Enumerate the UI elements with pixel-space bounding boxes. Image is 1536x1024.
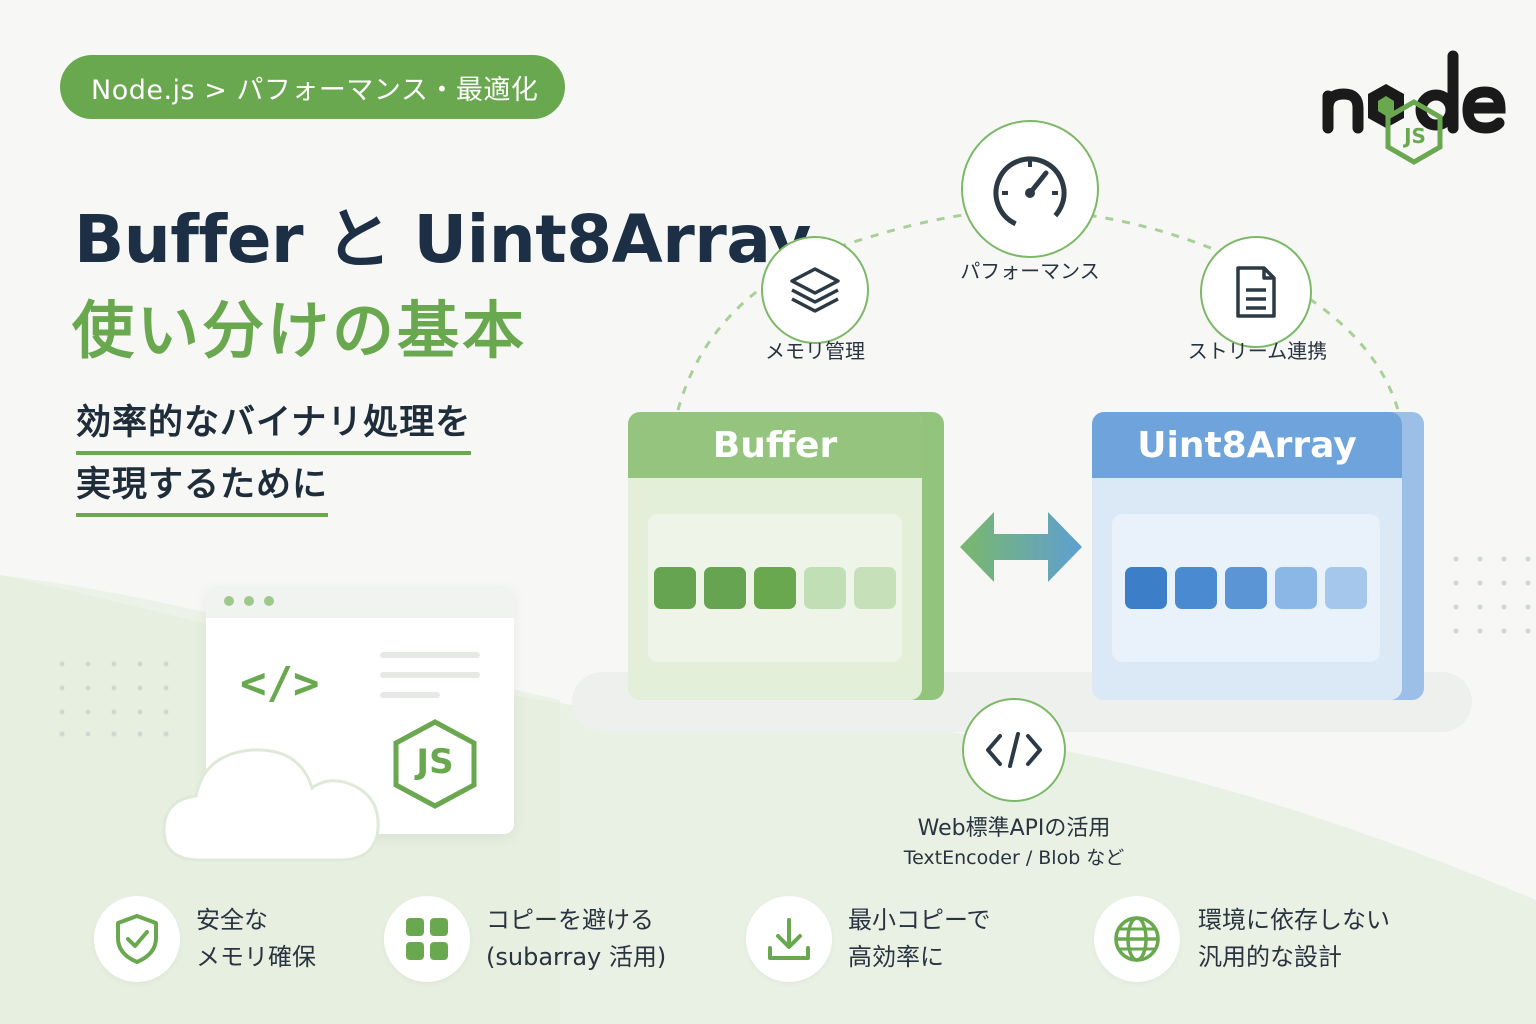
globe-icon-wrap	[1094, 896, 1180, 982]
subtitle-line2: 実現するために	[76, 456, 329, 517]
bottom-feature-4-line1: 環境に依存しない	[1198, 906, 1390, 934]
nodejs-logo-badge: JS	[1404, 124, 1426, 148]
document-icon	[1236, 266, 1276, 318]
byte-cell	[1275, 567, 1317, 609]
feature-performance-circle	[961, 120, 1099, 258]
buffer-bytes	[648, 514, 902, 662]
buffer-block: Buffer	[628, 412, 922, 700]
bottom-feature-2-line2: (subarray 活用)	[486, 943, 667, 971]
breadcrumb[interactable]: Node.js > パフォーマンス・最適化	[60, 55, 565, 119]
bottom-feature-3: 最小コピーで 高効率に	[746, 896, 991, 982]
webapi-circle	[962, 698, 1066, 802]
layers-icon	[790, 267, 840, 313]
byte-cell	[654, 567, 696, 609]
webapi-subtitle: TextEncoder / Blob など	[903, 847, 1125, 869]
byte-cell	[704, 567, 746, 609]
byte-cell	[854, 567, 896, 609]
download-icon-wrap	[746, 896, 832, 982]
shield-check-icon	[116, 914, 158, 964]
buffer-label: Buffer	[712, 424, 838, 466]
nodejs-logo-icon	[1322, 50, 1506, 165]
uint8array-label: Uint8Array	[1137, 424, 1357, 466]
code-glyph: </>	[240, 658, 320, 709]
feature-stream-label: ストリーム連携	[1187, 339, 1328, 363]
uint8array-bytes	[1112, 514, 1380, 662]
code-window-badge: JS	[416, 742, 454, 782]
bottom-feature-4-line2: 汎用的な設計	[1198, 943, 1342, 971]
subtitle-line1: 効率的なバイナリ処理を	[76, 394, 472, 455]
byte-cell	[754, 567, 796, 609]
code-icon	[986, 732, 1042, 768]
feature-memory-label: メモリ管理	[765, 339, 865, 363]
webapi-title: Web標準APIの活用	[917, 816, 1111, 841]
buffer-header: Buffer	[628, 412, 922, 478]
byte-cell	[1125, 567, 1167, 609]
speedometer-icon	[993, 156, 1067, 230]
bottom-feature-1-line1: 安全な	[196, 906, 268, 934]
page-title: Buffer と Uint8Array	[74, 201, 811, 278]
feature-performance-label: パフォーマンス	[960, 259, 1100, 283]
bottom-feature-3-line1: 最小コピーで	[848, 906, 991, 934]
byte-cell	[1175, 567, 1217, 609]
globe-icon	[1114, 916, 1160, 962]
feature-stream-circle	[1200, 236, 1312, 348]
page-title-sub: 使い分けの基本	[72, 294, 528, 367]
bottom-feature-2-line1: コピーを避ける	[486, 906, 654, 934]
js-hexagon-icon	[393, 719, 477, 809]
byte-cell	[804, 567, 846, 609]
grid-icon-wrap	[384, 896, 470, 982]
bidirectional-arrow-icon	[960, 512, 1082, 582]
feature-memory-circle	[761, 236, 869, 344]
bottom-feature-4: 環境に依存しない 汎用的な設計	[1094, 896, 1390, 982]
byte-cell	[1325, 567, 1367, 609]
download-icon	[768, 918, 810, 960]
uint8array-header: Uint8Array	[1092, 412, 1402, 478]
uint8array-block: Uint8Array	[1092, 412, 1402, 700]
dot-grid-right	[1453, 556, 1531, 634]
grid-icon	[406, 918, 448, 960]
nodejs-logo: JS	[1318, 36, 1508, 170]
dot-grid-left	[59, 661, 169, 737]
code-window-titlebar	[206, 586, 514, 618]
cloud-icon	[162, 748, 380, 862]
bottom-feature-3-line2: 高効率に	[848, 943, 944, 971]
byte-cell	[1225, 567, 1267, 609]
bottom-feature-1: 安全な メモリ確保	[94, 896, 316, 982]
bottom-feature-2: コピーを避ける (subarray 活用)	[384, 896, 666, 982]
bottom-feature-1-line2: メモリ確保	[196, 943, 316, 971]
shield-check-icon-wrap	[94, 896, 180, 982]
